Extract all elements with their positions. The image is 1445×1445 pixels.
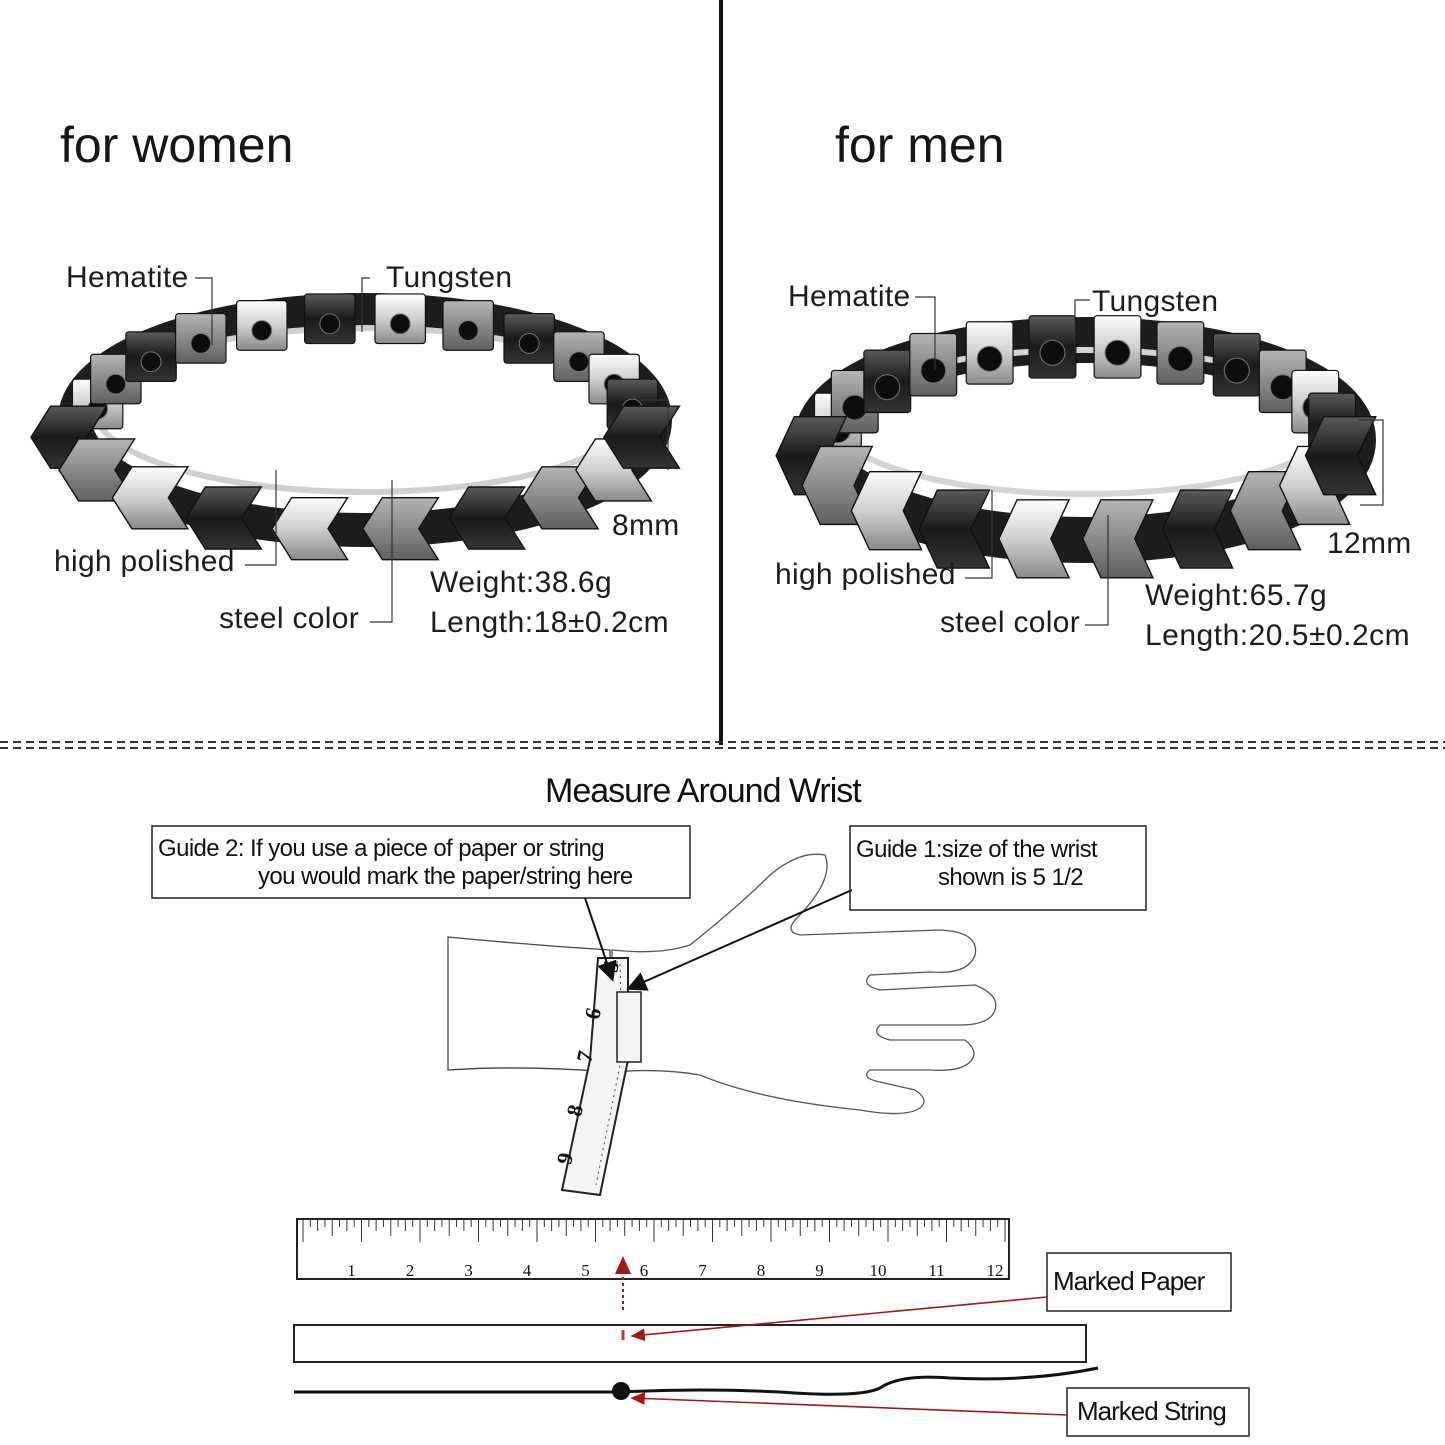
women-front-link — [603, 405, 681, 469]
marked-string-label: Marked String — [1077, 1396, 1227, 1426]
men-width-label: 12mm — [1327, 527, 1412, 560]
ruler-number: 7 — [698, 1261, 707, 1280]
women-hematite-label: Hematite — [66, 261, 189, 294]
men-hematite-magnet — [976, 345, 1003, 372]
ruler-number: 4 — [523, 1261, 532, 1280]
men-high-polished-label: high polished — [775, 558, 956, 591]
tape-number: 6 — [579, 1005, 606, 1021]
marked-paper-arrow — [630, 1296, 1048, 1342]
men-front-link — [1161, 489, 1234, 569]
ruler-number: 8 — [757, 1261, 766, 1280]
men-length: Length:20.5±0.2cm — [1145, 619, 1411, 652]
marked-paper-label: Marked Paper — [1053, 1266, 1205, 1296]
ruler-number: 6 — [640, 1261, 649, 1280]
tape-measure — [560, 957, 642, 1197]
women-width-label: 8mm — [612, 509, 680, 542]
women-heading: for women — [60, 117, 294, 173]
ruler-number: 12 — [987, 1261, 1004, 1280]
ruler-number: 5 — [581, 1261, 590, 1280]
men-front-link — [1304, 415, 1377, 496]
women-hematite-magnet — [190, 333, 212, 354]
string — [294, 1366, 1099, 1396]
women-length: Length:18±0.2cm — [430, 606, 670, 639]
ruler-number: 2 — [406, 1261, 415, 1280]
tape-number: 7 — [571, 1048, 598, 1064]
ruler-number: 3 — [464, 1261, 473, 1280]
women-bracelet-image — [30, 293, 681, 561]
men-weight: Weight:65.7g — [1145, 579, 1328, 612]
guide1-arrow — [626, 889, 853, 991]
men-leader-lines — [915, 296, 1384, 626]
ruler-number: 9 — [815, 1261, 824, 1280]
marked-string-arrow — [630, 1392, 1068, 1416]
guide1-box — [849, 825, 1147, 911]
string-knot — [612, 1382, 630, 1400]
women-hematite-magnet — [105, 373, 127, 395]
men-front-link — [1081, 499, 1155, 579]
guide-title: Measure Around Wrist — [545, 772, 862, 810]
women-front-link — [111, 466, 190, 530]
men-hematite-magnet — [1104, 339, 1131, 366]
women-steel-color-label: steel color — [219, 602, 360, 635]
guide2-box — [151, 825, 691, 899]
women-hematite-magnet — [140, 351, 162, 373]
men-front-link — [998, 499, 1071, 579]
guide2-arrow — [584, 897, 617, 982]
men-steel-color-label: steel color — [940, 606, 1081, 639]
women-hematite-magnet — [319, 313, 341, 335]
women-leader-lines — [195, 277, 669, 623]
guide2-text-line1: Guide 2: If you use a piece of paper or … — [158, 835, 605, 862]
men-front-link — [918, 489, 991, 569]
men-front-link — [850, 471, 923, 551]
ruler-number: 1 — [347, 1261, 356, 1280]
ruler-number: 11 — [928, 1261, 944, 1280]
hand-outline — [611, 853, 997, 1115]
women-weight: Weight:38.6g — [430, 566, 613, 599]
men-hematite-magnet — [920, 357, 947, 384]
women-high-polished-label: high polished — [54, 545, 235, 578]
women-front-link — [271, 496, 349, 561]
women-hematite-magnet — [518, 333, 540, 354]
ruler-number: 10 — [870, 1261, 887, 1280]
marked-paper-box — [1046, 1252, 1232, 1312]
women-front-link — [184, 486, 263, 550]
men-tungsten-label: Tungsten — [1092, 285, 1219, 318]
women-hematite-magnet — [568, 351, 590, 373]
guide1-text-line2: shown is 5 1/2 — [938, 864, 1084, 891]
men-hematite-magnet — [1223, 357, 1250, 384]
tape-number: 9 — [551, 1150, 578, 1166]
ruler — [296, 1218, 1010, 1280]
women-hematite-magnet — [457, 320, 479, 341]
women-hematite-magnet — [389, 313, 411, 335]
men-hematite-magnet — [1039, 339, 1066, 366]
guide1-text-line1: Guide 1:size of the wrist — [856, 836, 1098, 863]
women-tungsten-label: Tungsten — [386, 261, 513, 294]
tape-number: 8 — [561, 1102, 588, 1118]
women-front-link — [361, 496, 440, 561]
men-bracelet-image — [775, 315, 1377, 579]
men-hematite-magnet — [874, 374, 901, 401]
men-heading: for men — [835, 117, 1005, 173]
guide2-text-line2: you would mark the paper/string here — [258, 863, 633, 890]
men-hematite-label: Hematite — [788, 280, 911, 313]
marked-string-box — [1066, 1387, 1250, 1437]
women-hematite-magnet — [251, 320, 273, 341]
men-hematite-magnet — [1167, 345, 1194, 372]
women-front-link — [448, 486, 526, 550]
